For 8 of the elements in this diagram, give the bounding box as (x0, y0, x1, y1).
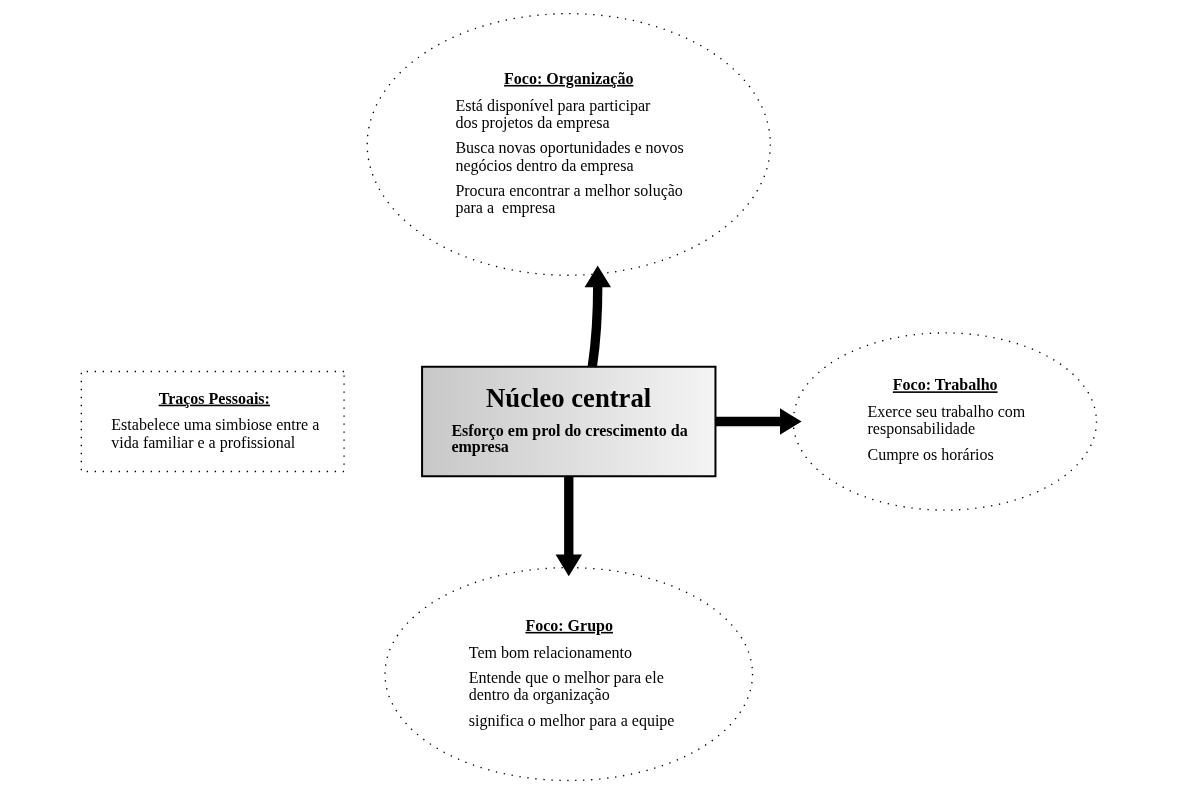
arrow (555, 476, 582, 577)
node-ellipse: Foco: Grupo Tem bom relacionamento Entende que o melhor para ele dentro da organização significa o melhor para a equipe (383, 566, 753, 782)
node-ellipse: Foco: Trabalho Exerce seu trabalho com responsabilidade Cumpre os horários (792, 332, 1097, 511)
arrow (584, 265, 611, 368)
node-box: Traços Pessoais: Estabelece uma simbiose entre a vida familiar e a profissional (80, 370, 345, 473)
arrow (715, 408, 802, 435)
node-ellipse: Foco: Organização Está disponível para participar dos projetos da empresa Busca novas oportunidades e novos negócios dentro da empresa Procura encontrar a melhor solução para a empresa (366, 13, 771, 276)
node-box: Núcleo central Esforço em prol do crescimento da empresa (420, 365, 716, 478)
